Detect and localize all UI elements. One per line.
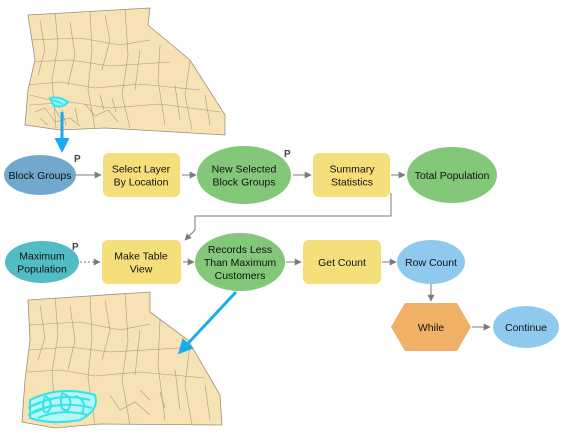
get-count-line-1: Get Count [318, 257, 366, 269]
get-count-label: Get Count [318, 257, 366, 269]
new-selected-line-1: New Selected [212, 164, 277, 176]
block-groups-p-flag: P [74, 154, 81, 165]
highlight-arrows [54, 112, 238, 355]
block-groups-node[interactable]: Block Groups [4, 155, 76, 195]
block-groups-line-1: Block Groups [8, 170, 71, 182]
total-population-node[interactable]: Total Population [407, 147, 497, 203]
bottom-county-map [21, 291, 223, 429]
continue-node[interactable]: Continue [493, 306, 559, 348]
while-node[interactable]: While [391, 303, 471, 351]
while-node-line-1: While [418, 322, 444, 334]
get-count-node[interactable]: Get Count [303, 240, 381, 284]
new-selected-p-flag: P [284, 149, 291, 160]
continue-node-line-1: Continue [505, 322, 547, 334]
row-count-label: Row Count [405, 257, 457, 269]
max-population-p-flag: P [72, 242, 79, 253]
total-population-label: Total Population [415, 170, 490, 182]
records-less-line-3: Customers [215, 270, 266, 282]
connectors [76, 171, 491, 331]
total-pop-line-1: Total Population [415, 170, 490, 182]
summary-stats-line-2: Statistics [331, 177, 373, 189]
row-count-node[interactable]: Row Count [397, 240, 465, 284]
select-layer-line-1: Select Layer [112, 164, 171, 176]
while-label: While [418, 322, 444, 334]
records-less-line-1: Records Less [208, 244, 272, 256]
block-groups-label: Block Groups [8, 170, 71, 182]
records-to-map-arrow [177, 290, 238, 355]
continue-label: Continue [505, 322, 547, 334]
connector-totalpop-maketable [184, 193, 392, 241]
max-pop-line-2: Population [17, 264, 67, 276]
make-table-line-1: Make Table [114, 251, 168, 263]
top-county-map [24, 7, 226, 136]
records-less-line-2: Than Maximum [204, 257, 277, 269]
summary-stats-line-1: Summary [330, 164, 376, 176]
make-table-line-2: View [130, 264, 153, 276]
select-layer-line-2: By Location [114, 177, 169, 189]
new-selected-line-2: Block Groups [212, 177, 275, 189]
max-pop-line-1: Maximum [19, 251, 65, 263]
bottom-selection [27, 390, 97, 424]
top-selection [48, 96, 70, 108]
row-count-line-1: Row Count [405, 257, 457, 269]
